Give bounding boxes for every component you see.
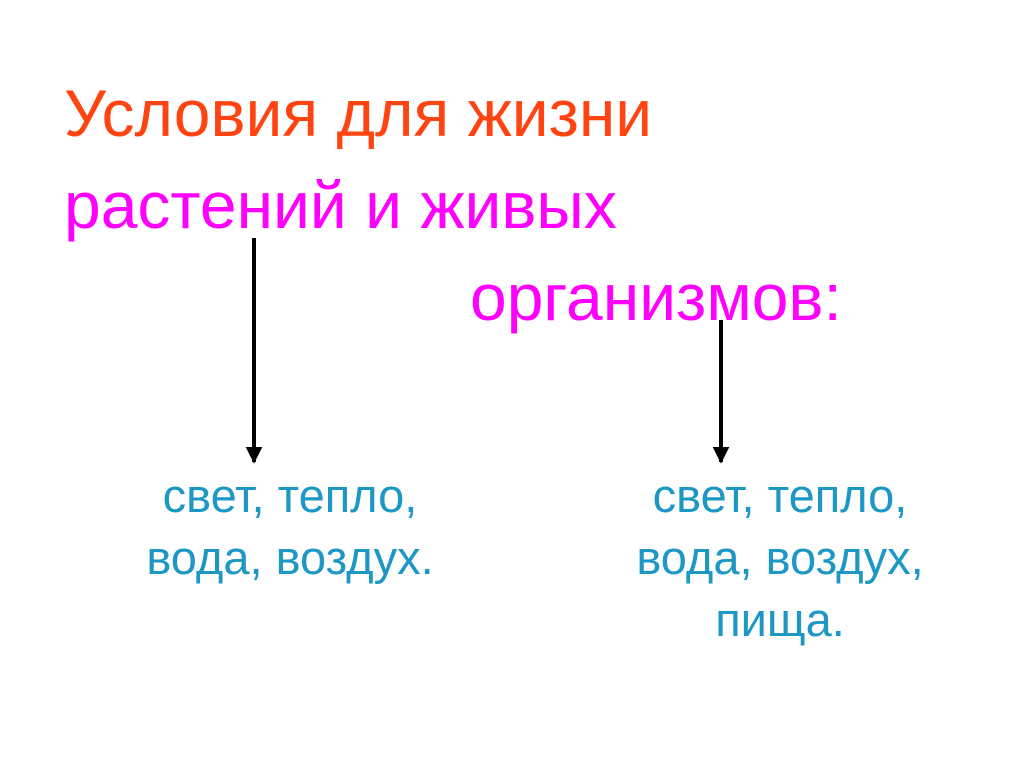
- conditions-line: пища.: [715, 593, 845, 646]
- plants-conditions: свет, тепло, вода, воздух.: [100, 465, 480, 589]
- title-line-3: организмов:: [470, 260, 842, 334]
- title-line-1: Условия для жизни: [64, 76, 653, 150]
- conditions-line: вода, воздух.: [146, 531, 434, 584]
- title-line-2: растений и живых: [64, 168, 617, 242]
- organisms-conditions: свет, тепло, вода, воздух, пища.: [590, 465, 970, 651]
- conditions-line: свет, тепло,: [652, 469, 908, 522]
- conditions-line: свет, тепло,: [162, 469, 418, 522]
- conditions-line: вода, воздух,: [636, 531, 924, 584]
